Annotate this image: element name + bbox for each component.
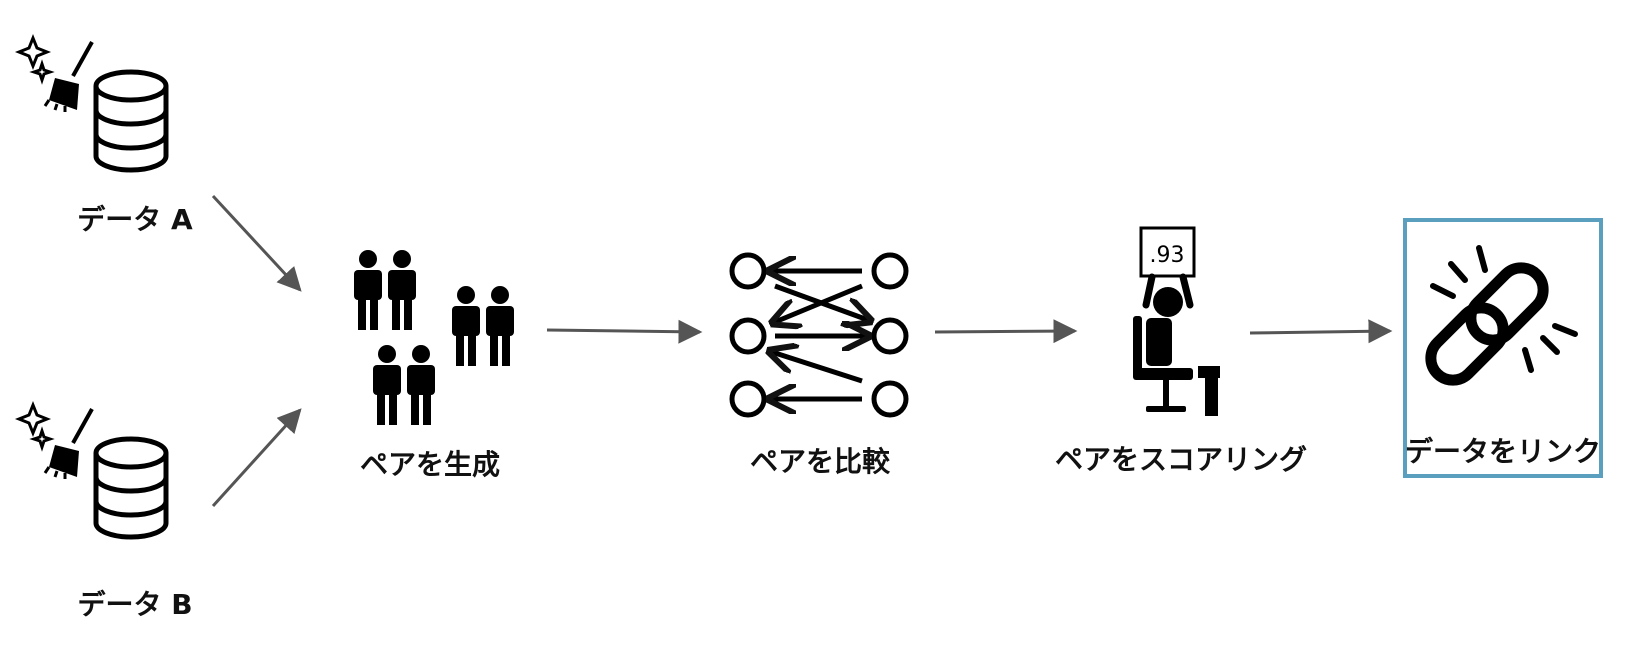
people-pairs-icon bbox=[354, 250, 514, 425]
node-label-score: ペアをスコアリング bbox=[1055, 443, 1308, 476]
node-label-compare: ペアを比較 bbox=[749, 445, 890, 478]
node-label-data-b: データ B bbox=[77, 588, 193, 621]
flow-arrow bbox=[211, 408, 302, 508]
person-holding-score-icon: .93 bbox=[1133, 226, 1220, 416]
flow-arrow bbox=[546, 319, 703, 344]
flow-arrow bbox=[934, 319, 1078, 344]
broken-link-icon bbox=[1425, 245, 1578, 386]
node-label-link: データをリンク bbox=[1404, 435, 1601, 468]
link-step-box bbox=[1403, 218, 1603, 478]
score-value: .93 bbox=[1150, 243, 1185, 268]
database-cleanup-icon bbox=[14, 33, 169, 173]
compare-arrows-icon bbox=[729, 252, 909, 418]
database-cleanup-icon bbox=[14, 400, 169, 540]
node-label-generate: ペアを生成 bbox=[359, 448, 500, 481]
flow-arrow bbox=[211, 194, 302, 292]
flow-arrow bbox=[1249, 319, 1393, 344]
node-label-data-a: データ A bbox=[77, 203, 193, 236]
